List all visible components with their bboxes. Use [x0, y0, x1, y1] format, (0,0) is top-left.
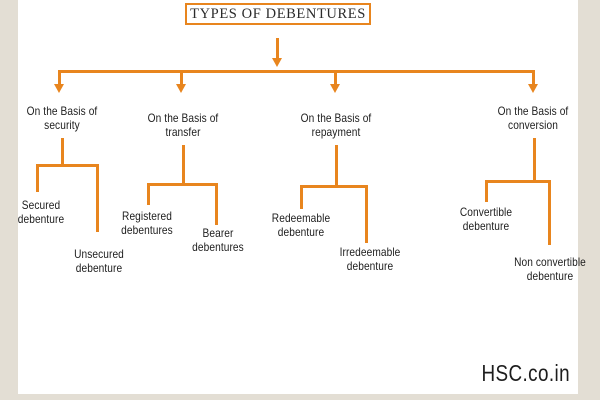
branch-2-child-2-line1: Bearer — [202, 226, 234, 240]
page-title: TYPES OF DEBENTURES — [190, 5, 366, 22]
branch-3-child-2-line2: debenture — [346, 259, 394, 273]
branch-1-child-2-line1: Unsecured — [74, 247, 124, 261]
level1-drop-4 — [532, 70, 535, 86]
branch-4-child-2-line2: debenture — [526, 269, 574, 283]
branch-2-label: On the Basis of transfer — [131, 111, 234, 139]
level1-drop-3 — [334, 70, 337, 86]
branch-2-child-1-line2: debentures — [121, 223, 173, 237]
branch-2-label-line1: On the Basis of — [147, 111, 219, 125]
branch-4-stem — [533, 138, 536, 180]
branch-4-child-1-label: Convertible debenture — [438, 205, 534, 233]
level1-arrow-3-icon — [330, 84, 340, 93]
level1-drop-2 — [180, 70, 183, 86]
branch-1-child-1-line1: Secured — [21, 198, 61, 212]
branch-4-child-2-line1: Non convertible — [514, 255, 586, 269]
branch-3-child-1-label: Redeemable debenture — [253, 211, 349, 239]
branch-1-stem — [61, 138, 64, 164]
branch-3-split-bar — [300, 185, 368, 188]
branch-3-child-2-line1: Irredeemable — [339, 245, 401, 259]
branch-4-label: On the Basis of conversion — [481, 104, 584, 132]
branch-3-child-1-line2: debenture — [277, 225, 325, 239]
branch-4-child-2-drop — [548, 180, 551, 245]
branch-3-label: On the Basis of repayment — [284, 111, 387, 139]
root-stem — [276, 38, 279, 60]
level1-distribution-bar — [58, 70, 535, 73]
page-sheet — [18, 0, 578, 394]
branch-1-child-1-label: Secured debenture — [0, 198, 88, 226]
site-watermark: HSC.co.in — [481, 360, 570, 386]
right-margin — [578, 0, 600, 400]
branch-4-child-1-line2: debenture — [462, 219, 510, 233]
branch-4-label-line2: conversion — [508, 118, 558, 132]
branch-2-child-2-label: Bearer debentures — [171, 226, 266, 254]
branch-1-label-line1: On the Basis of — [26, 104, 98, 118]
branch-1-child-1-drop — [36, 164, 39, 192]
branch-1-child-2-label: Unsecured debenture — [52, 247, 147, 275]
branch-1-child-2-line2: debenture — [75, 261, 123, 275]
branch-2-stem — [182, 145, 185, 183]
level1-arrow-2-icon — [176, 84, 186, 93]
branch-2-child-2-line2: debentures — [192, 240, 244, 254]
branch-3-child-1-line1: Redeemable — [271, 211, 331, 225]
diagram-title-box: TYPES OF DEBENTURES — [185, 3, 371, 25]
branch-3-label-line1: On the Basis of — [300, 111, 372, 125]
branch-4-child-1-drop — [485, 180, 488, 202]
level1-arrow-4-icon — [528, 84, 538, 93]
branch-3-child-2-label: Irredeemable debenture — [320, 245, 420, 273]
branch-1-child-2-drop — [96, 164, 99, 232]
root-arrow-icon — [272, 58, 282, 67]
branch-3-label-line2: repayment — [311, 125, 361, 139]
level1-arrow-1-icon — [54, 84, 64, 93]
branch-2-child-2-drop — [215, 183, 218, 225]
branch-4-child-2-label: Non convertible debenture — [497, 255, 600, 283]
branch-2-child-1-line1: Registered — [122, 209, 172, 223]
branch-1-child-1-line2: debenture — [17, 212, 65, 226]
branch-3-stem — [335, 145, 338, 185]
branch-2-child-1-label: Registered debentures — [100, 209, 195, 237]
branch-1-label-line2: security — [44, 118, 80, 132]
branch-3-child-2-drop — [365, 185, 368, 243]
branch-4-child-1-line1: Convertible — [459, 205, 513, 219]
branch-1-label: On the Basis of security — [10, 104, 113, 132]
branch-4-split-bar — [485, 180, 551, 183]
branch-2-label-line2: transfer — [165, 125, 201, 139]
level1-drop-1 — [58, 70, 61, 86]
bottom-margin — [0, 394, 600, 400]
branch-4-label-line1: On the Basis of — [497, 104, 569, 118]
left-margin — [0, 0, 18, 400]
branch-2-child-1-drop — [147, 183, 150, 205]
branch-3-child-1-drop — [300, 185, 303, 209]
branch-1-split-bar — [36, 164, 99, 167]
branch-2-split-bar — [147, 183, 218, 186]
